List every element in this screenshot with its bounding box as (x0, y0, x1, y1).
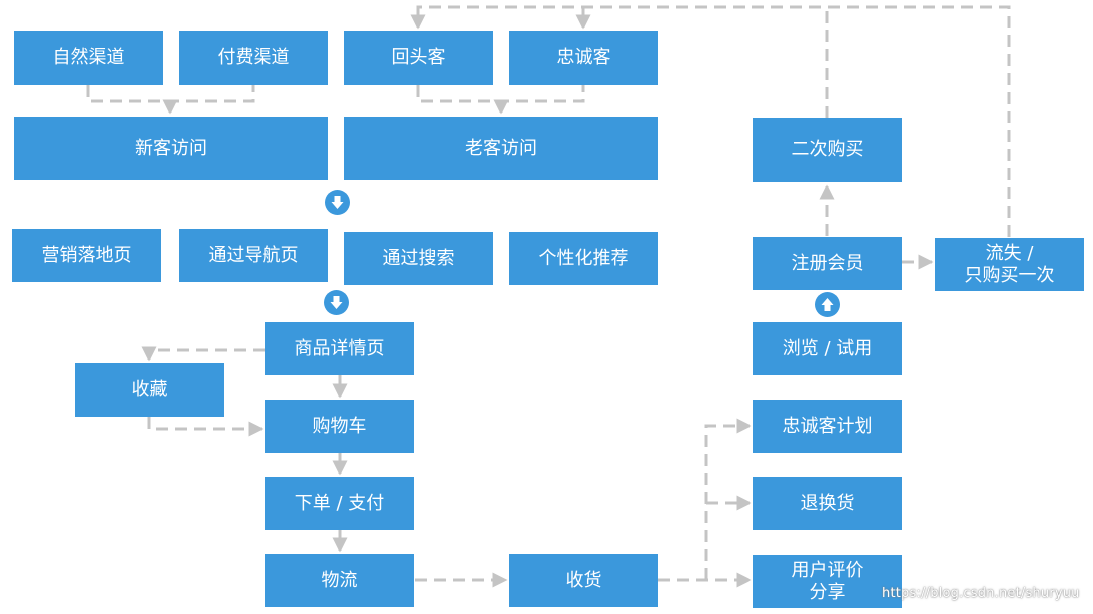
down-arrow-circle-icon (324, 290, 349, 315)
old-visitor-box[interactable]: 老客访问 (344, 117, 658, 180)
loyal-customer-box[interactable]: 忠诚客 (509, 31, 658, 85)
connector-channels-to-new (86, 85, 255, 113)
connector-loop-top (410, 5, 1011, 237)
churn-one-time-box[interactable]: 流失 / 只购买一次 (935, 238, 1084, 291)
loyalty-plan-box[interactable]: 忠诚客计划 (753, 400, 902, 453)
paid-channel-box[interactable]: 付费渠道 (179, 31, 328, 85)
new-visitor-box[interactable]: 新客访问 (14, 117, 328, 180)
via-search-box[interactable]: 通过搜索 (344, 232, 493, 285)
shopping-cart-box[interactable]: 购物车 (265, 400, 414, 453)
logistics-box[interactable]: 物流 (265, 554, 414, 607)
natural-channel-box[interactable]: 自然渠道 (14, 31, 163, 85)
connector-product-to-favorites (141, 346, 265, 362)
second-purchase-box[interactable]: 二次购买 (753, 118, 902, 182)
up-arrow-circle-icon (815, 292, 840, 317)
returning-customer-box[interactable]: 回头客 (344, 31, 493, 85)
product-detail-page-box[interactable]: 商品详情页 (265, 322, 414, 375)
watermark: https://blog.csdn.net/shuryuu (882, 586, 1080, 601)
return-exchange-box[interactable]: 退换货 (753, 477, 902, 530)
favorites-box[interactable]: 收藏 (75, 363, 224, 417)
user-review-share-box[interactable]: 用户评价 分享 (753, 555, 902, 608)
register-member-box[interactable]: 注册会员 (753, 237, 902, 290)
connector-favorites-to-cart (147, 417, 264, 437)
via-navigation-page-box[interactable]: 通过导航页 (179, 229, 328, 282)
order-payment-box[interactable]: 下单 / 支付 (265, 477, 414, 530)
receive-goods-box[interactable]: 收货 (509, 554, 658, 607)
connector-returning-to-old (416, 85, 585, 113)
marketing-landing-page-box[interactable]: 营销落地页 (12, 229, 161, 282)
personalized-recommendation-box[interactable]: 个性化推荐 (509, 232, 658, 285)
connector-receive-to-loyalty-plan (704, 418, 752, 580)
down-arrow-circle-icon (325, 190, 350, 215)
browse-trial-box[interactable]: 浏览 / 试用 (753, 322, 902, 375)
